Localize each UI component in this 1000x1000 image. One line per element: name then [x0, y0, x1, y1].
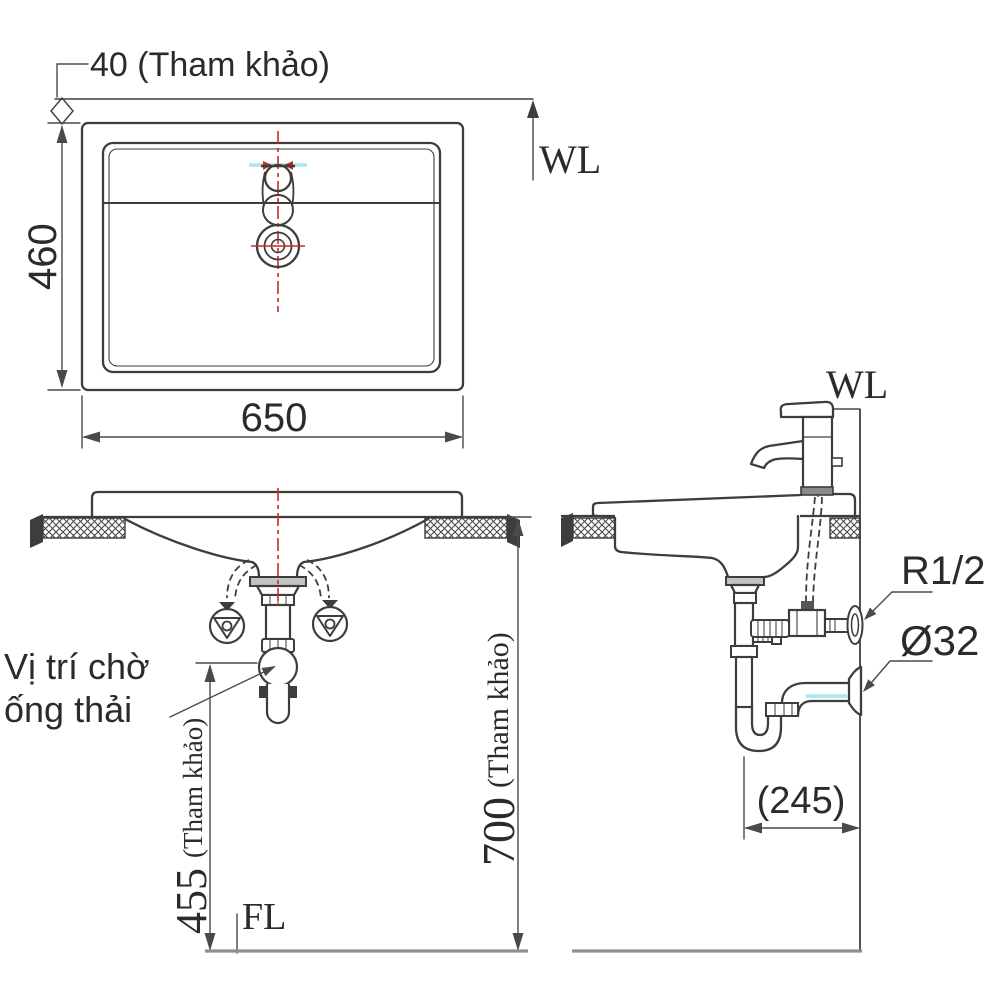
supply-hose-right: [298, 559, 330, 600]
counter-section-hatch: [42, 517, 126, 539]
counter-section-hatch-side: [829, 517, 861, 539]
dim-arrow-icon: [512, 518, 524, 536]
dim-arrow-icon: [204, 664, 216, 682]
basin-outer-rim: [80, 121, 465, 392]
counter-section-hatch: [424, 517, 508, 539]
nut-ridges: [774, 703, 793, 716]
front-view: Vị trí chờ ống thải 455 (Tham khảo) FL 7…: [4, 488, 532, 954]
dim-arrow-icon: [82, 431, 100, 443]
outlet-pipe-bottom: [796, 699, 851, 718]
sink-rim-front: [90, 490, 464, 519]
diamond-dim-marker-icon: [50, 96, 74, 126]
wl-arrow-icon: [527, 100, 539, 118]
trap-u-inner: [750, 705, 770, 737]
sink-back-edge: [831, 492, 857, 519]
dim-arrow-icon: [56, 125, 68, 143]
supply-hose-left: [226, 559, 258, 600]
angle-valve-body: [787, 608, 827, 638]
bowl-section-left: [613, 516, 730, 579]
basin-bowl-edge: [108, 148, 435, 367]
leader-arrow-icon: [864, 607, 877, 620]
outlet-pipe-top: [780, 681, 851, 705]
note-leader-line: [169, 670, 267, 718]
pipe-nut-ridges: [829, 619, 836, 632]
floor-line-label: FL: [242, 896, 286, 938]
install-height-ref: (Tham khảo): [482, 632, 515, 788]
counter-left-break-side: [561, 513, 573, 547]
faucet-lever-handle: [779, 400, 835, 419]
drain-diameter-label: Ø32: [900, 617, 979, 664]
dim-arrow-icon: [744, 822, 762, 834]
dim-arrow-icon: [445, 431, 463, 443]
drain-note-line2: ống thải: [4, 689, 132, 730]
pipe-screw: [259, 686, 266, 698]
leader-arrow-icon: [261, 666, 276, 677]
offset-leader-line: [56, 63, 89, 98]
side-view: WL: [561, 362, 986, 953]
trap-outlet-nut: [765, 702, 799, 717]
faucet-spout: [749, 439, 805, 470]
faucet-base-plate: [800, 486, 834, 496]
bowl-left-curve: [123, 517, 261, 579]
top-wl-label: WL: [539, 137, 601, 182]
width-extension-lines: [81, 395, 464, 449]
supply-thread-label: R1/2: [901, 549, 986, 593]
drain-flange-side: [725, 576, 765, 586]
top-width-label: 650: [241, 396, 308, 440]
faucet-hole: [263, 163, 293, 193]
knob-ridges: [757, 620, 783, 637]
leader-arrow-icon: [863, 679, 875, 692]
dim-arrow-icon: [56, 370, 68, 388]
drain-leader-line: [865, 660, 933, 690]
sink-rim-side: [591, 493, 803, 517]
wall-drain-flange: [847, 665, 863, 717]
valve-center-right: [324, 618, 336, 630]
top-view: WL 40 (Tham khảo) 460: [21, 46, 601, 449]
drain-note-line1: Vị trí chờ: [4, 646, 150, 687]
trap-offset-label: (245): [757, 780, 846, 822]
coupling-side: [730, 645, 758, 658]
valve-inlet-nut: [801, 601, 814, 610]
bowl-right-curve: [295, 517, 430, 579]
dim-arrow-icon: [512, 933, 524, 951]
faucet-set-screw: [831, 457, 843, 467]
valve-handle-right: [316, 615, 344, 637]
drain-tailpipe: [264, 603, 292, 641]
pipe-screw: [290, 686, 297, 698]
supply-hose-side: [805, 496, 823, 602]
trap-downpipe: [734, 655, 754, 709]
dim-arrow-icon: [204, 933, 216, 951]
rim-underside: [592, 514, 616, 519]
valve-center-left: [221, 620, 233, 632]
valve-body-lines: [796, 610, 818, 636]
supply-leader-line: [867, 591, 933, 617]
counter-left-break: [30, 514, 43, 548]
side-wl-label: WL: [826, 362, 888, 407]
bowl-section-right: [762, 514, 800, 579]
valve-wall-pipe: [824, 618, 849, 633]
drain-height-value: 455: [167, 868, 216, 934]
install-height-value: 700: [473, 797, 524, 866]
height-extension-lines: [47, 122, 81, 391]
basin-cutout-edge: [101, 141, 442, 374]
valve-handle-left: [213, 617, 241, 639]
top-offset-label: 40 (Tham khảo): [90, 46, 330, 84]
trap-ball-joint: [257, 646, 299, 688]
valve-inlet-right: [322, 600, 338, 609]
valve-inlet-left: [219, 602, 235, 611]
top-height-label: 460: [21, 223, 65, 290]
drain-nut-side: [733, 592, 757, 604]
drain-flange-skirt-side: [729, 583, 761, 595]
dim-arrow-icon: [842, 822, 860, 834]
drain-stub-pipe: [265, 684, 291, 725]
drain-height-ref: (Tham khảo): [178, 718, 208, 858]
counter-section-hatch-side: [572, 517, 616, 539]
faucet-body: [801, 415, 834, 492]
wall-supply-flange: [846, 605, 864, 645]
wall-supply-flange-inner: [850, 613, 860, 637]
trap-u-outer: [734, 705, 783, 753]
